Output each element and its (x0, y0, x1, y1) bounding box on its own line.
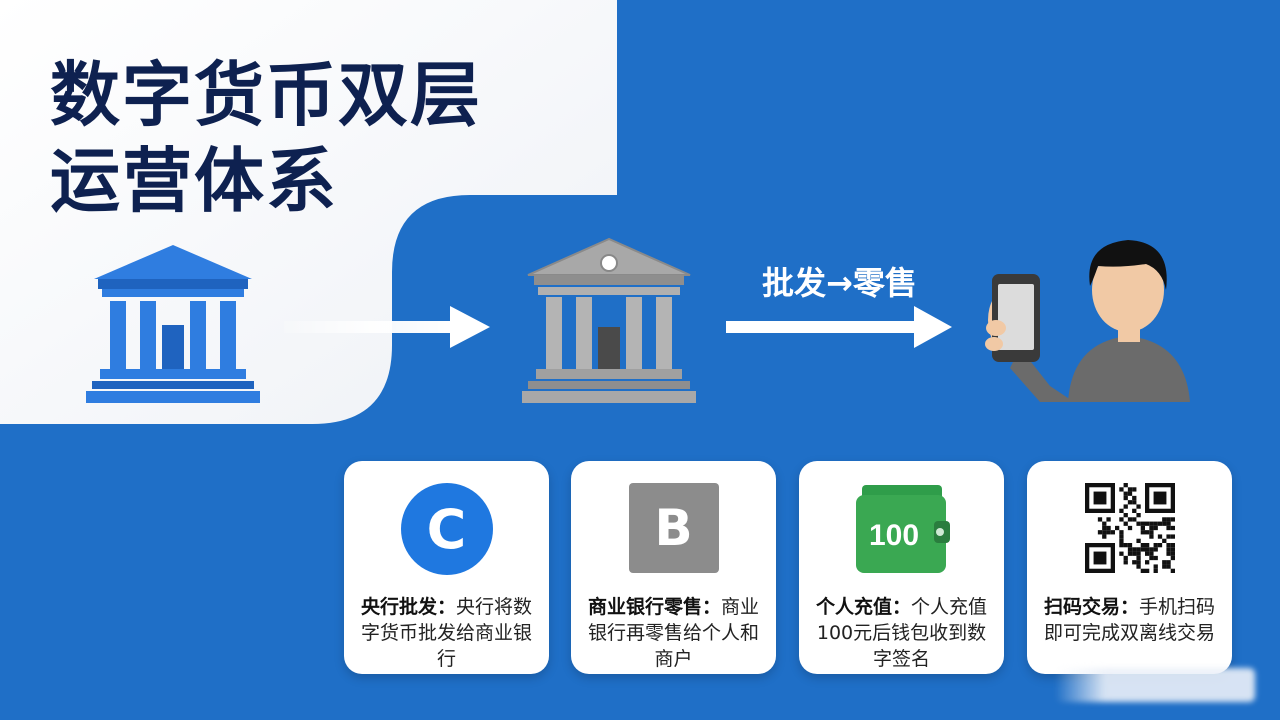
card-body: 手机扫码即可完成双离线交易 (1043, 596, 1216, 644)
wallet-icon: 100 (852, 483, 952, 579)
title-line-2: 运营体系 (50, 140, 338, 222)
card-commercial-bank: B 商业银行零售：商业银行再零售给个人和商户 (571, 461, 776, 674)
card-central-bank: C 央行批发：央行将数字货币批发给商业银行 (344, 461, 549, 674)
page-title: 数字货币双层 运营体系 (50, 52, 482, 224)
commercial-bank-b-icon: B (628, 483, 719, 573)
svg-text:100: 100 (868, 519, 918, 552)
card-central-bank-text: 央行批发：央行将数字货币批发给商业银行 (354, 594, 539, 672)
card-personal-topup: 100 个人充值：个人充值100元后钱包收到数字签名 (799, 461, 1004, 674)
card-body: 央行将数字货币批发给商业银行 (360, 596, 533, 670)
card-body: 商业银行再零售给个人和商户 (587, 596, 760, 670)
commercial-bank-icon (522, 237, 696, 403)
card-commercial-bank-text: 商业银行零售：商业银行再零售给个人和商户 (581, 594, 766, 672)
card-scan-pay-text: 扫码交易：手机扫码即可完成双离线交易 (1037, 594, 1222, 646)
qr-code-icon (1084, 483, 1175, 577)
card-body: 个人充值100元后钱包收到数字签名 (816, 596, 988, 670)
card-heading: 扫码交易： (1043, 596, 1139, 618)
arrow-label: 批发→零售 (762, 264, 917, 302)
arrow-right-icon (284, 306, 490, 348)
watermark (1055, 668, 1255, 702)
card-heading: 个人充值： (815, 596, 911, 618)
arrow-right-icon-2 (726, 306, 952, 348)
card-heading: 央行批发： (360, 596, 456, 618)
central-bank-c-icon: C (400, 483, 493, 575)
card-heading: 商业银行零售： (587, 596, 721, 618)
card-scan-pay: 扫码交易：手机扫码即可完成双离线交易 (1027, 461, 1232, 674)
card-personal-topup-text: 个人充值：个人充值100元后钱包收到数字签名 (809, 594, 994, 672)
person-with-phone-icon (985, 240, 1190, 402)
title-line-1: 数字货币双层 (50, 54, 482, 136)
central-bank-icon (86, 245, 260, 403)
